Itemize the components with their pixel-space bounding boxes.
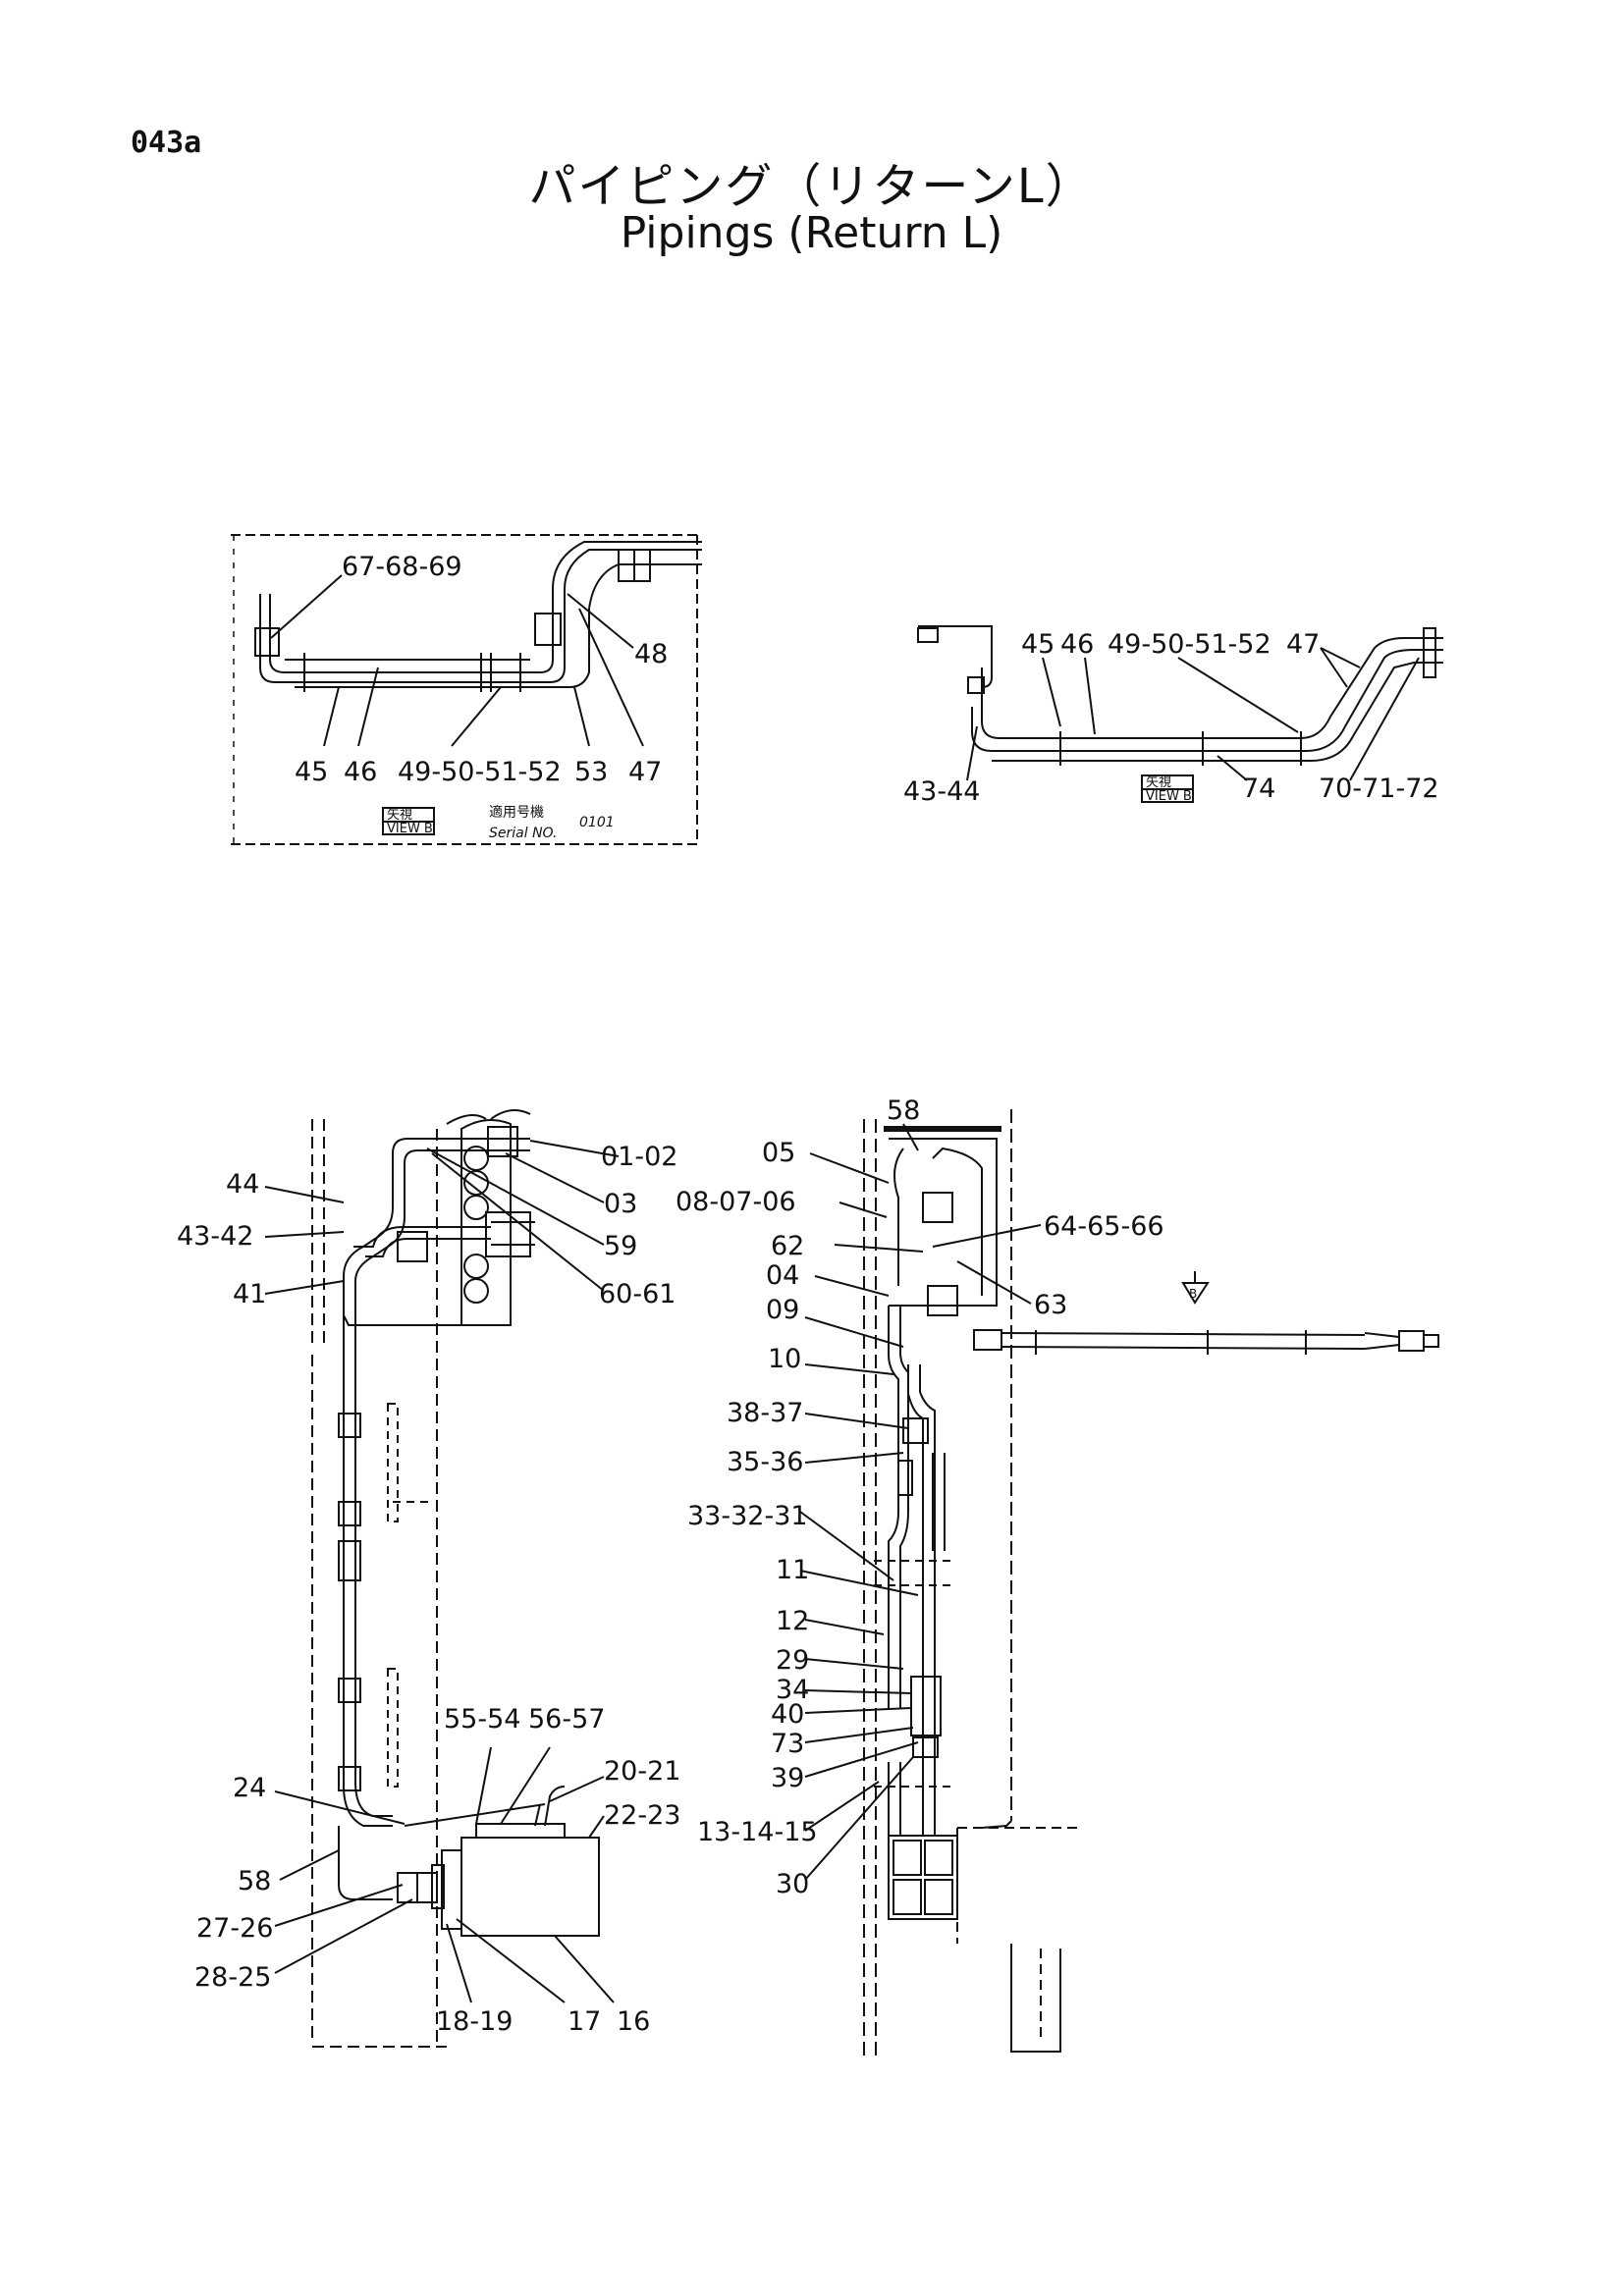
callout-05: 05 [762, 1138, 795, 1168]
callout-45: 45 [295, 757, 328, 787]
callout-70-71-72: 70-71-72 [1319, 774, 1439, 804]
callout-74: 74 [1242, 774, 1275, 804]
callout-24: 24 [233, 1773, 266, 1803]
main-assembly-right [799, 1109, 1439, 2056]
callouts-view-left: 67-68-69 48 45 46 49-50-51-52 53 47 矢視 V… [295, 552, 668, 841]
callout-46: 46 [1060, 629, 1094, 660]
callout-10: 10 [768, 1344, 801, 1374]
callout-35-36: 35-36 [727, 1447, 803, 1477]
callout-67-68-69: 67-68-69 [342, 552, 462, 582]
view-badge-label: VIEW B [1146, 789, 1192, 804]
callout-01-02: 01-02 [601, 1142, 677, 1172]
callout-38-37: 38-37 [727, 1398, 803, 1428]
view-badge-label: VIEW B [387, 822, 433, 836]
callout-17: 17 [568, 2006, 601, 2037]
callout-08-07-06: 08-07-06 [676, 1187, 796, 1217]
callout-44: 44 [226, 1169, 259, 1200]
callout-63: 63 [1034, 1290, 1067, 1320]
callout-22-23: 22-23 [604, 1800, 680, 1831]
callout-27-26: 27-26 [196, 1913, 273, 1944]
callout-45: 45 [1021, 629, 1055, 660]
callout-43-44: 43-44 [903, 776, 980, 807]
callout-34: 34 [776, 1675, 809, 1705]
callout-48: 48 [634, 639, 668, 669]
callout-49-50-51-52: 49-50-51-52 [398, 757, 562, 787]
callout-59: 59 [604, 1231, 637, 1261]
page-title-english: Pipings (Return L) [620, 208, 1003, 258]
serial-label-en: Serial NO. [489, 826, 557, 841]
callout-11: 11 [776, 1555, 809, 1585]
callout-12: 12 [776, 1606, 809, 1636]
view-badge-kanji: 矢視 [1146, 775, 1171, 790]
callout-73: 73 [771, 1729, 804, 1759]
callouts-main-right: 58 05 08-07-06 64-65-66 62 04 63 09 10 3… [676, 1095, 1197, 1899]
callout-41: 41 [233, 1279, 266, 1309]
main-assembly-left [264, 1109, 620, 2048]
page-id: 043a [131, 126, 202, 160]
page-title-japanese: パイピング（リターンL） [528, 159, 1095, 214]
callout-46: 46 [344, 757, 377, 787]
callout-20-21: 20-21 [604, 1756, 680, 1787]
view-panel-left [231, 534, 702, 845]
callout-58: 58 [238, 1866, 271, 1896]
view-arrow-label: B [1189, 1287, 1197, 1301]
callouts-main-left: 44 01-02 03 43-42 59 41 60-61 55-54 56-5… [177, 1142, 680, 2037]
callout-03: 03 [604, 1189, 637, 1219]
serial-label-jp: 適用号機 [489, 804, 544, 821]
callout-47: 47 [1286, 629, 1320, 660]
callout-30: 30 [776, 1869, 809, 1899]
callout-18-19: 18-19 [436, 2006, 513, 2037]
view-badge-kanji: 矢視 [387, 808, 412, 823]
callout-33-32-31: 33-32-31 [687, 1501, 808, 1531]
callout-16: 16 [617, 2006, 650, 2037]
callout-13-14-15: 13-14-15 [697, 1817, 818, 1847]
callout-62: 62 [771, 1231, 804, 1261]
callout-49-50-51-52: 49-50-51-52 [1108, 629, 1271, 660]
view-panel-right [917, 625, 1443, 803]
callout-04: 04 [766, 1260, 799, 1291]
callout-55-54: 55-54 [444, 1704, 520, 1735]
callout-29: 29 [776, 1645, 809, 1676]
callout-28-25: 28-25 [194, 1962, 271, 1993]
serial-value: 0101 [579, 815, 615, 830]
callout-58: 58 [887, 1095, 920, 1126]
callout-43-42: 43-42 [177, 1221, 253, 1252]
callout-47: 47 [628, 757, 662, 787]
callouts-view-right: 45 46 49-50-51-52 47 43-44 74 70-71-72 矢… [903, 629, 1439, 807]
callout-53: 53 [574, 757, 608, 787]
callout-56-57: 56-57 [528, 1704, 605, 1735]
callout-39: 39 [771, 1763, 804, 1793]
callout-40: 40 [771, 1699, 804, 1730]
callout-09: 09 [766, 1295, 799, 1325]
callout-60-61: 60-61 [599, 1279, 676, 1309]
callout-64-65-66: 64-65-66 [1044, 1211, 1164, 1242]
